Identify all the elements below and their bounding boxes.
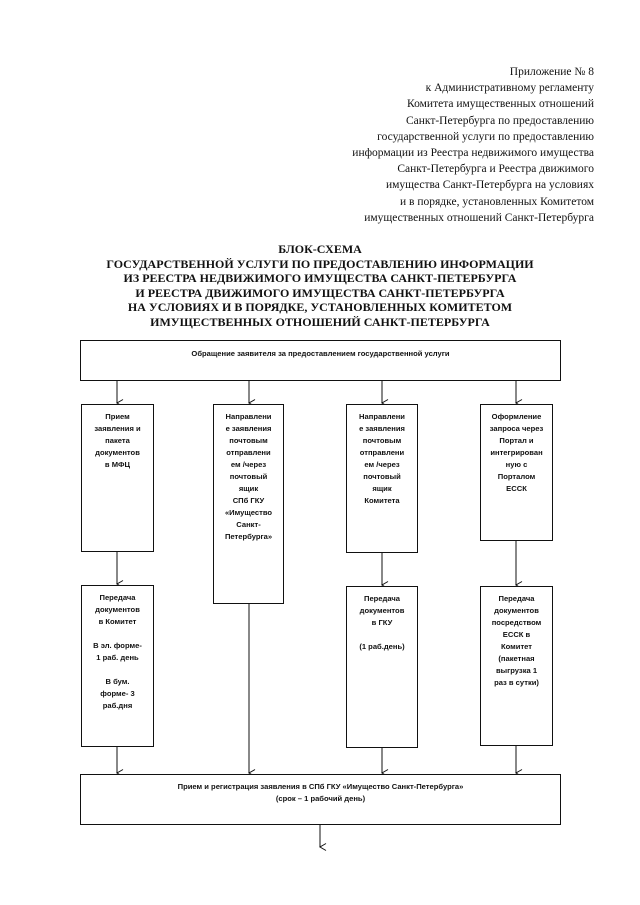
appendix-header: Приложение № 8 к Административному реглам… xyxy=(274,64,594,226)
box-post-to-gku-line: ем /через xyxy=(230,460,267,469)
box-post-to-committee-line: почтовым xyxy=(362,436,402,445)
box-transfer-to-committee-line: 1 раб. день xyxy=(96,653,139,662)
appendix-line: Приложение № 8 xyxy=(509,66,594,78)
box-transfer-to-committee-line: В бум. xyxy=(105,677,130,686)
title-line: ГОСУДАРСТВЕННОЙ УСЛУГИ ПО ПРЕДОСТАВЛЕНИЮ… xyxy=(106,256,534,271)
title-line: НА УСЛОВИЯХ И В ПОРЯДКЕ, УСТАНОВЛЕННЫХ К… xyxy=(127,300,513,315)
box-mfc-reception-line: Прием xyxy=(105,412,130,421)
box-applicant-request-text: Обращение заявителя за предоставлением г… xyxy=(191,349,450,358)
box-portal-request-line: Порталом xyxy=(497,472,536,481)
title-line: БЛОК-СХЕМА xyxy=(278,242,362,256)
box-transfer-to-committee-line: в Комитет xyxy=(98,617,137,626)
box-post-to-committee-line: Направлени xyxy=(359,412,405,421)
box-transfer-to-committee-spacer xyxy=(82,664,153,676)
box-transfer-via-essk-line: раз в сутки) xyxy=(494,678,539,687)
box-transfer-to-committee: Передача документов в Комитет В эл. форме- 1… xyxy=(81,585,154,747)
box-transfer-to-committee-spacer xyxy=(82,628,153,640)
box-mfc-reception: Прием заявления и пакета документов в МФЦ xyxy=(81,404,154,552)
box-portal-request-line: Портал и xyxy=(499,436,534,445)
box-transfer-via-essk-line: посредством xyxy=(491,618,542,627)
box-mfc-reception-line: заявления и xyxy=(94,424,141,433)
box-post-to-gku-line: Петербурга» xyxy=(224,532,273,541)
box-transfer-to-committee-line: В эл. форме- xyxy=(93,641,142,650)
box-transfer-to-gku: Передача документов в ГКУ (1 раб.день) xyxy=(346,586,418,748)
box-portal-request-line: ную с xyxy=(505,460,528,469)
box-applicant-request: Обращение заявителя за предоставлением г… xyxy=(80,340,561,381)
box-registration-line: (срок – 1 рабочий день) xyxy=(275,794,366,803)
box-portal-request-line: Оформление xyxy=(491,412,542,421)
box-registration-line: Прием и регистрация заявления в СПб ГКУ … xyxy=(177,782,464,791)
box-post-to-gku-line: СПб ГКУ xyxy=(232,496,265,505)
box-post-to-committee-line: отправлени xyxy=(359,448,405,457)
box-post-to-gku-line: почтовым xyxy=(229,436,268,445)
box-transfer-to-gku-spacer xyxy=(347,629,417,641)
box-post-to-committee-line: почтовый xyxy=(363,472,401,481)
box-transfer-to-gku-line: Передача xyxy=(363,594,401,603)
appendix-line: и в порядке, установленных Комитетом xyxy=(400,195,594,208)
appendix-line: государственной услуги по предоставлению xyxy=(377,130,594,143)
box-transfer-via-essk-line: Передача xyxy=(498,594,535,603)
appendix-line: Санкт-Петербурга и Реестра движимого xyxy=(397,163,594,176)
box-post-to-committee-line: ящик xyxy=(372,484,392,493)
box-post-to-gku-line: Направлени xyxy=(225,412,272,421)
box-transfer-via-essk-line: Комитет xyxy=(500,642,533,651)
box-transfer-via-essk-line: документов xyxy=(494,606,539,615)
appendix-line: Санкт-Петербурга по предоставлению xyxy=(405,114,594,127)
appendix-line: имущества Санкт-Петербурга на условиях xyxy=(385,179,594,192)
box-transfer-to-committee-line: документов xyxy=(95,605,140,614)
box-transfer-to-gku-line: документов xyxy=(359,606,405,615)
box-portal-request-line: ЕССК xyxy=(506,484,527,493)
box-post-to-gku-line: Санкт- xyxy=(236,520,261,529)
appendix-line: к Административному регламенту xyxy=(425,82,594,95)
box-transfer-via-essk-line: выгрузка 1 xyxy=(495,666,538,675)
box-transfer-via-essk-line: ЕССК в xyxy=(502,630,531,639)
appendix-line: имущественных отношений Санкт-Петербурга xyxy=(364,211,594,224)
box-post-to-gku-line: почтовый xyxy=(229,472,268,481)
box-post-to-committee-line: е заявления xyxy=(359,424,405,433)
box-transfer-to-gku-line: в ГКУ xyxy=(371,618,393,627)
box-transfer-to-committee-line: форме- 3 xyxy=(100,689,135,698)
appendix-line: информации из Реестра недвижимого имущес… xyxy=(352,147,594,160)
box-post-to-committee-line: Комитета xyxy=(364,496,400,505)
box-portal-request-line: запроса через xyxy=(489,424,544,433)
title-line: ИМУЩЕСТВЕННЫХ ОТНОШЕНИЙ САНКТ-ПЕТЕРБУРГА xyxy=(150,314,490,329)
box-post-to-committee: Направлени е заявления почтовым отправлени е… xyxy=(346,404,418,553)
box-post-to-gku-line: «Имущество xyxy=(224,508,273,517)
box-post-to-gku: Направлени е заявления почтовым отправлени е… xyxy=(213,404,284,604)
box-transfer-via-essk-line: (пакетная xyxy=(498,654,535,663)
box-transfer-to-committee-line: раб.дня xyxy=(102,701,133,710)
box-post-to-gku-line: е заявления xyxy=(225,424,272,433)
box-transfer-to-gku-line: (1 раб.день) xyxy=(359,642,405,651)
box-mfc-reception-line: в МФЦ xyxy=(104,460,131,469)
title-line: ИЗ РЕЕСТРА НЕДВИЖИМОГО ИМУЩЕСТВА САНКТ-П… xyxy=(123,271,517,286)
box-mfc-reception-line: пакета xyxy=(105,436,130,445)
box-portal-request-line: интегрирован xyxy=(490,448,543,457)
box-post-to-gku-line: отправлени xyxy=(226,448,271,457)
box-transfer-to-committee-line: Передача xyxy=(99,593,136,602)
title-line: И РЕЕСТРА ДВИЖИМОГО ИМУЩЕСТВА САНКТ-ПЕТЕ… xyxy=(135,285,505,300)
box-post-to-gku-line: ящик xyxy=(238,484,259,493)
box-registration: Прием и регистрация заявления в СПб ГКУ … xyxy=(80,774,561,825)
appendix-line: Комитета имущественных отношений xyxy=(407,98,594,111)
box-post-to-committee-line: ем /через xyxy=(364,460,400,469)
box-mfc-reception-line: документов xyxy=(95,448,140,457)
